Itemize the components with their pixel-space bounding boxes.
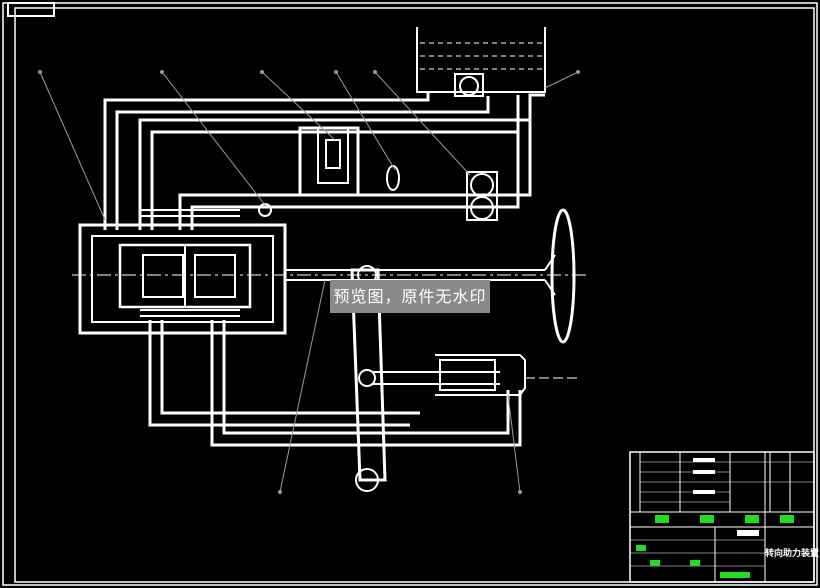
corner-tab <box>7 2 55 17</box>
steering-shaft <box>72 269 590 281</box>
oil-pump <box>466 171 498 221</box>
title-block-green-marks <box>636 515 794 578</box>
watermark-label: 预览图，原件无水印 <box>330 280 490 313</box>
leader-lines <box>38 70 580 494</box>
steering-wheel <box>544 208 576 344</box>
reservoir-tank <box>416 27 546 97</box>
power-cylinder <box>372 354 580 396</box>
steering-gear-housing <box>78 203 287 335</box>
hydraulic-lines <box>103 92 545 447</box>
inner-border <box>14 7 815 583</box>
title-block <box>629 451 815 583</box>
title-block-title: 转向助力装置 <box>765 549 820 559</box>
pitman-arm <box>350 265 387 492</box>
